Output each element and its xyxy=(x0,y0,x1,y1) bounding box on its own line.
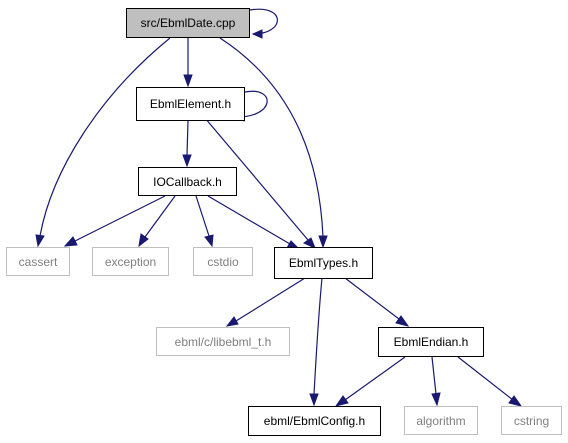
edge-ebmldate-to-ebmltypes xyxy=(219,37,328,249)
node-ebmltypes-h[interactable]: EbmlTypes.h xyxy=(274,247,373,279)
edge-ebmldate-to-cassert xyxy=(35,37,171,248)
edge-ebmlelement-to-iocallback xyxy=(182,120,192,168)
node-ebmlconfig-h[interactable]: ebml/EbmlConfig.h xyxy=(248,406,381,436)
edge-ebmltypes-to-ebmlendian xyxy=(344,277,410,327)
edge-ebmlelement-to-ebmltypes xyxy=(204,117,316,249)
edge-ebmldate-self xyxy=(249,8,278,39)
edge-iocallback-to-ebmltypes xyxy=(207,195,301,250)
node-libebml-t-h: ebml/c/libebml_t.h xyxy=(156,327,290,356)
edge-iocallback-to-cstdio xyxy=(195,195,214,248)
node-ebmldate-cpp: src/EbmlDate.cpp xyxy=(126,8,250,38)
node-exception: exception xyxy=(92,247,169,276)
edge-ebmldate-to-ebmlelement xyxy=(183,38,193,88)
node-cstring: cstring xyxy=(501,406,562,435)
node-algorithm: algorithm xyxy=(404,406,478,435)
edge-iocallback-to-cassert xyxy=(63,195,166,247)
edge-iocallback-to-exception xyxy=(138,195,176,248)
node-cstdio: cstdio xyxy=(193,247,253,276)
node-cassert: cassert xyxy=(6,247,70,276)
edge-ebmltypes-to-libebml xyxy=(225,277,306,327)
edge-ebmlendian-to-algorithm xyxy=(431,356,441,407)
node-ebmlelement-h[interactable]: EbmlElement.h xyxy=(136,87,245,121)
edge-ebmltypes-to-ebmlconfig xyxy=(309,277,323,407)
node-iocallback-h[interactable]: IOCallback.h xyxy=(138,167,237,196)
node-ebmlendian-h[interactable]: EbmlEndian.h xyxy=(378,327,484,357)
edge-ebmlendian-to-cstring xyxy=(457,356,523,407)
edge-ebmlendian-to-ebmlconfig xyxy=(334,356,406,407)
